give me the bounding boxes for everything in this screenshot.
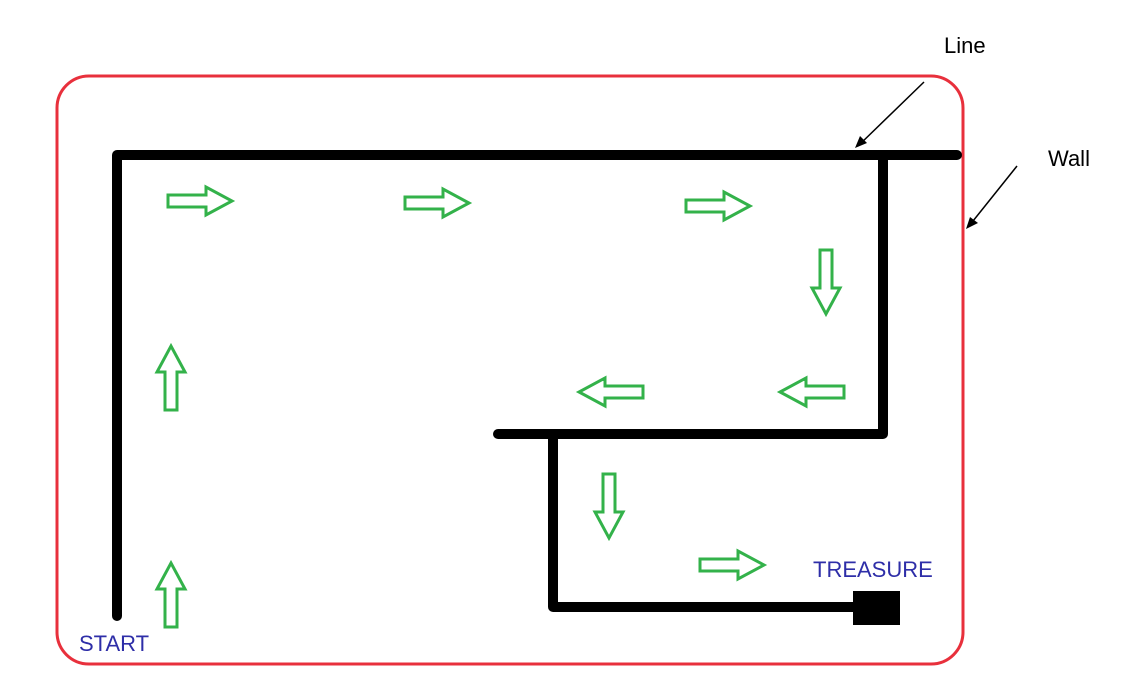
- wall-label: Wall: [1048, 146, 1090, 171]
- arrow-right-3-icon: [684, 189, 754, 223]
- arrow-up-1-icon: [154, 342, 188, 412]
- direction-arrows: [154, 184, 846, 629]
- line-path: [112, 150, 962, 621]
- arrow-left-1-icon: [776, 375, 846, 409]
- arrow-down-1-icon: [809, 248, 843, 318]
- line-callout-stroke: [857, 81, 925, 147]
- arrow-left-2-icon: [575, 375, 645, 409]
- wall-boundary: [55, 74, 965, 666]
- arrow-right-1-icon: [166, 184, 236, 218]
- callout-pointers: [855, 81, 1018, 229]
- line-segment-right-drop: [493, 150, 888, 439]
- line-segment-inner: [548, 429, 863, 612]
- arrow-right-2-icon: [403, 186, 473, 220]
- arrow-down-2-icon: [592, 472, 626, 542]
- start-label: START: [79, 631, 149, 656]
- wall-callout-stroke: [968, 165, 1018, 227]
- arrow-up-2-icon: [154, 559, 188, 629]
- treasure-block: [853, 591, 900, 625]
- arrow-right-4-icon: [698, 548, 768, 582]
- line-callout-arrowhead: [855, 136, 867, 148]
- line-segment-outer: [112, 150, 962, 621]
- line-label: Line: [944, 33, 986, 58]
- wall-callout-arrowhead: [966, 217, 978, 229]
- treasure-label: TREASURE: [813, 557, 933, 582]
